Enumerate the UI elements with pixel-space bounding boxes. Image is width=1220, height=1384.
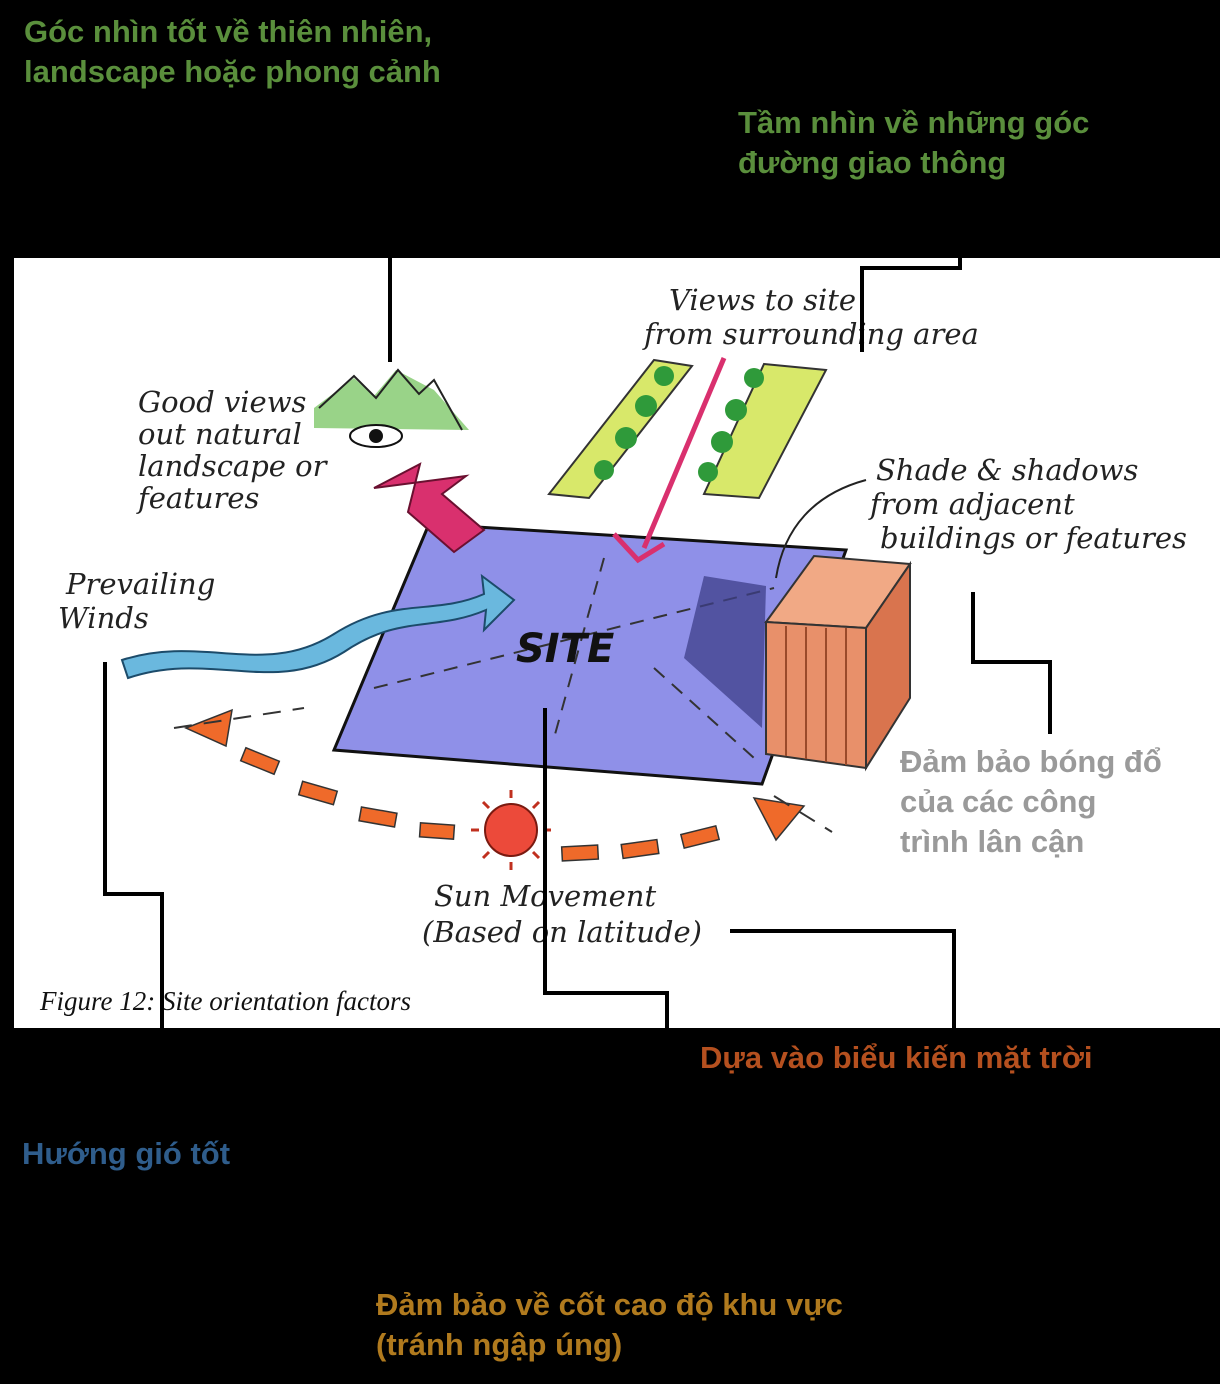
prevailing-winds-label: Prevailing Winds bbox=[58, 567, 225, 635]
tree-icon bbox=[744, 368, 764, 388]
callout-wind: Hướng gió tốt bbox=[22, 1136, 231, 1171]
sun-icon bbox=[471, 790, 551, 870]
road-with-trees bbox=[547, 358, 828, 500]
good-views-label: Good views out natural landscape or feat… bbox=[136, 385, 336, 515]
view-in-arrow bbox=[612, 357, 727, 564]
tree-icon bbox=[615, 427, 637, 449]
shade-shadows-label: Shade & shadows from adjacent buildings … bbox=[868, 453, 1187, 555]
shadow-hatch bbox=[684, 576, 766, 728]
callout-sun: Dựa vào biểu kiến mặt trời bbox=[700, 1040, 1093, 1075]
views-to-site-label: Views to site from surrounding area bbox=[642, 283, 979, 351]
tree-icon bbox=[725, 399, 747, 421]
callout-traffic-views: Tầm nhìn về những góc đường giao thông bbox=[738, 105, 1090, 180]
sun-movement-label: Sun Movement (Based on latitude) bbox=[422, 879, 702, 949]
callout-shadows: Đảm bảo bóng đổ của các công trình lân c… bbox=[900, 744, 1162, 859]
callout-good-views: Góc nhìn tốt về thiên nhiên, landscape h… bbox=[24, 14, 441, 89]
tree-icon bbox=[698, 462, 718, 482]
tree-icon bbox=[635, 395, 657, 417]
eye-icon bbox=[349, 424, 403, 448]
callout-elevation: Đảm bảo về cốt cao độ khu vực (tránh ngậ… bbox=[376, 1287, 843, 1362]
shade-pointer bbox=[775, 479, 867, 579]
sketch-panel: Good views out natural landscape or feat… bbox=[14, 258, 1220, 1028]
tree-icon bbox=[654, 366, 674, 386]
site-orientation-sketch: Good views out natural landscape or feat… bbox=[58, 283, 1187, 949]
view-out-arrow bbox=[373, 462, 486, 554]
mountains-icon bbox=[314, 368, 469, 431]
adjacent-building bbox=[764, 554, 912, 772]
tree-icon bbox=[711, 431, 733, 453]
site-label: SITE bbox=[516, 626, 614, 672]
tree-icon bbox=[594, 460, 614, 480]
figure-caption: Figure 12: Site orientation factors bbox=[40, 986, 411, 1016]
